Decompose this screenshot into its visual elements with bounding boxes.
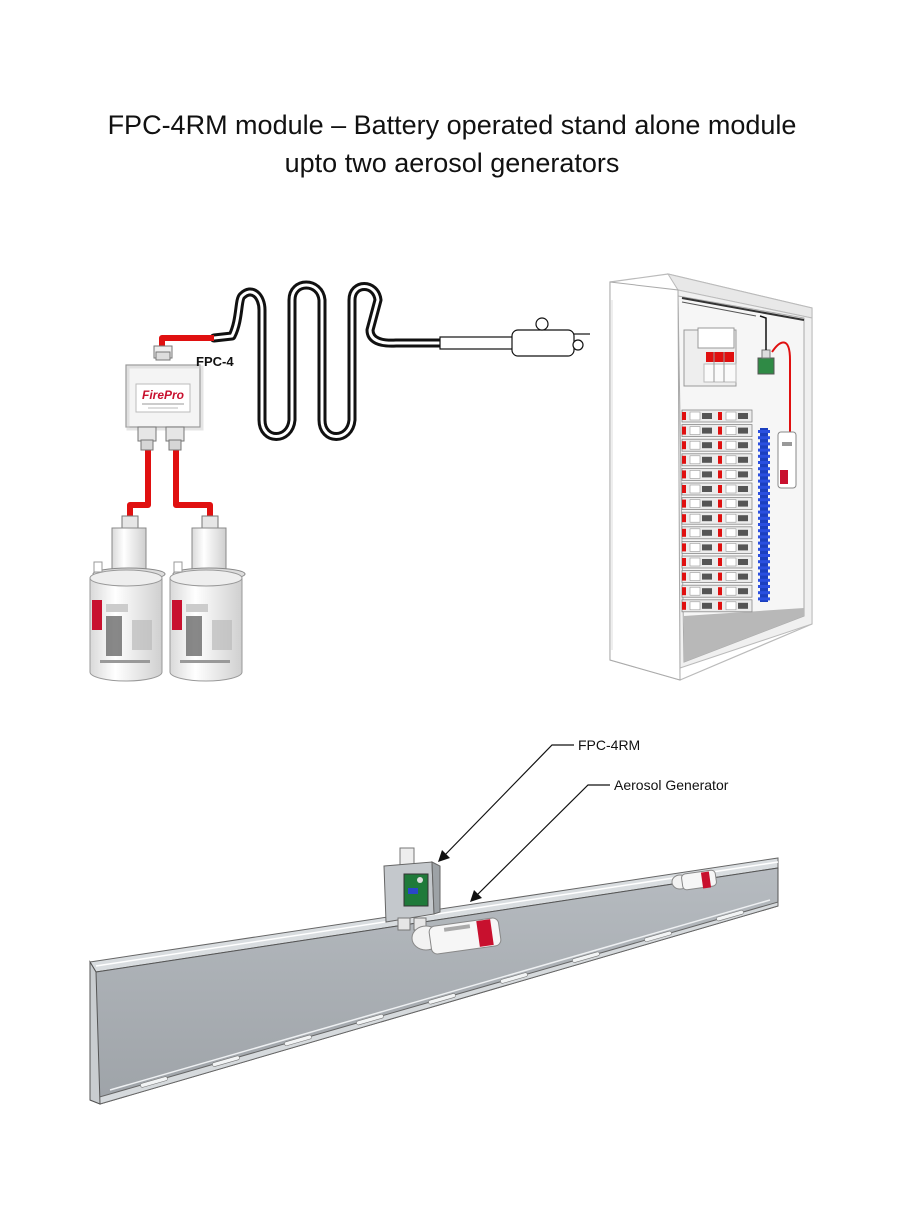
breaker-row	[681, 526, 753, 540]
breaker-row	[681, 584, 753, 598]
aerosol-generator-tray-left	[411, 917, 502, 955]
fpc4-module: FirePro	[125, 345, 204, 451]
breaker-row	[681, 409, 753, 423]
breaker-row	[681, 599, 753, 613]
aerosol-generator-left	[89, 515, 166, 682]
firepro-logo: FirePro	[142, 388, 184, 402]
breaker-row	[681, 555, 753, 569]
cabinet-fpc-module	[757, 315, 791, 432]
breaker-row	[681, 482, 753, 496]
breaker-row	[681, 497, 753, 511]
cable-tray	[89, 857, 779, 1105]
breaker-row	[681, 511, 753, 525]
aerosol-generator-tray-right	[671, 869, 717, 891]
breaker-rows	[681, 409, 753, 613]
breaker-row	[681, 541, 753, 554]
cable-end-terminal	[439, 317, 590, 357]
aerosol-generator-right	[169, 515, 246, 682]
fpc4rm-label: FPC-4RM	[578, 737, 640, 753]
aerosol-generator-label: Aerosol Generator	[614, 777, 729, 793]
title-line-1: FPC-4RM module – Battery operated stand …	[107, 110, 797, 140]
main-breakers	[683, 327, 737, 387]
breaker-row	[681, 438, 753, 452]
cabinet-aerosol-generator	[777, 431, 797, 489]
sensor-cable	[209, 280, 450, 441]
breaker-row	[681, 453, 753, 467]
terminal-rail	[758, 428, 770, 602]
leader-lines	[438, 744, 610, 902]
fpc4-label: FPC-4	[196, 354, 234, 369]
breaker-row	[681, 424, 753, 438]
fpc4rm-module	[383, 847, 441, 931]
breaker-row	[681, 467, 753, 481]
title-line-2: upto two aerosol generators	[284, 148, 620, 178]
breaker-row	[681, 570, 753, 583]
